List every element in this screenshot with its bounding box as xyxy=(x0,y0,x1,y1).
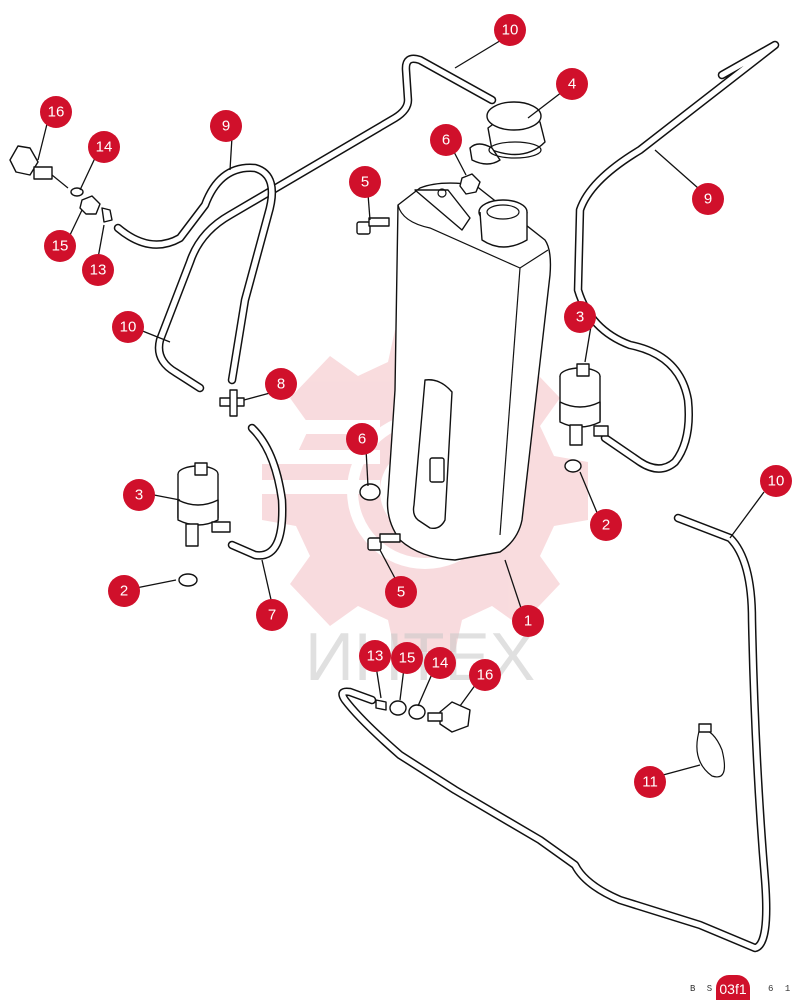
callout-10-top: 10 xyxy=(494,14,526,46)
callout-1: 1 xyxy=(512,605,544,637)
bolt-upper xyxy=(356,217,390,235)
callout-14-left: 14 xyxy=(88,131,120,163)
svg-text:8: 8 xyxy=(277,376,285,393)
svg-text:14: 14 xyxy=(432,655,449,672)
washer-left xyxy=(70,187,84,197)
reservoir-cap xyxy=(469,101,546,165)
callout-13-lower: 13 xyxy=(359,640,391,672)
callout-4: 4 xyxy=(556,68,588,100)
callout-5-lower: 5 xyxy=(385,576,417,608)
washer-nozzle-left xyxy=(9,145,69,189)
svg-text:11: 11 xyxy=(642,774,658,791)
svg-text:6: 6 xyxy=(442,132,450,149)
callout-5-upper: 5 xyxy=(349,166,381,198)
callout-3-left: 3 xyxy=(123,479,155,511)
nut-upper xyxy=(459,173,481,195)
svg-text:16: 16 xyxy=(477,667,494,684)
callout-9-left: 9 xyxy=(210,110,242,142)
callout-3-right: 3 xyxy=(564,301,596,333)
callout-2-right: 2 xyxy=(590,509,622,541)
callout-13-left: 13 xyxy=(82,254,114,286)
drawing-code-badge: 03f1 xyxy=(716,975,750,1000)
callout-15-left: 15 xyxy=(44,230,76,262)
drawing-code-prefix: B S xyxy=(690,984,716,994)
callout-6-lower: 6 xyxy=(346,423,378,455)
svg-text:7: 7 xyxy=(268,607,276,624)
svg-text:2: 2 xyxy=(602,517,610,534)
nut-lower-nozzle xyxy=(389,700,407,716)
callout-8: 8 xyxy=(265,368,297,400)
svg-text:1: 1 xyxy=(524,613,532,630)
svg-text:15: 15 xyxy=(52,238,69,255)
callout-7: 7 xyxy=(256,599,288,631)
svg-text:4: 4 xyxy=(568,76,576,93)
callout-10-right: 10 xyxy=(760,465,792,497)
hose-strap xyxy=(696,723,725,778)
callout-2-left: 2 xyxy=(108,575,140,607)
leader-lines xyxy=(37,38,765,776)
grommet-right xyxy=(564,459,582,473)
svg-text:3: 3 xyxy=(135,487,143,504)
nut-left xyxy=(79,195,101,215)
nut-lower xyxy=(359,483,381,501)
callout-11: 11 xyxy=(634,766,666,798)
t-connector xyxy=(219,389,245,417)
svg-text:15: 15 xyxy=(399,650,416,667)
clip-left xyxy=(101,207,113,223)
callout-9-right: 9 xyxy=(692,183,724,215)
clip-lower xyxy=(375,699,387,711)
svg-text:9: 9 xyxy=(704,191,712,208)
svg-text:13: 13 xyxy=(90,262,107,279)
svg-text:9: 9 xyxy=(222,118,230,135)
washer-pump-right xyxy=(559,363,609,446)
drawing-code: B S 6 1 xyxy=(690,984,793,994)
svg-text:10: 10 xyxy=(502,22,519,39)
callout-10-left: 10 xyxy=(112,311,144,343)
svg-text:6: 6 xyxy=(358,431,366,448)
svg-text:5: 5 xyxy=(361,174,369,191)
drawing-code-suffix: 6 1 xyxy=(768,984,794,994)
grommet-left xyxy=(178,573,198,587)
callout-15-lower: 15 xyxy=(391,642,423,674)
hoses xyxy=(113,40,780,953)
callout-16-lower: 16 xyxy=(469,659,501,691)
svg-text:10: 10 xyxy=(120,319,137,336)
svg-text:3: 3 xyxy=(576,309,584,326)
bolt-lower xyxy=(367,533,401,551)
svg-text:2: 2 xyxy=(120,583,128,600)
svg-text:16: 16 xyxy=(48,104,65,121)
svg-text:14: 14 xyxy=(96,139,113,156)
callout-6-upper: 6 xyxy=(430,124,462,156)
washer-nozzle-lower xyxy=(427,701,471,733)
svg-text:13: 13 xyxy=(367,648,384,665)
svg-text:5: 5 xyxy=(397,584,405,601)
svg-text:10: 10 xyxy=(768,473,785,490)
callout-16-left: 16 xyxy=(40,96,72,128)
washer-pump-left xyxy=(177,462,231,547)
callout-14-lower: 14 xyxy=(424,647,456,679)
washer-lower xyxy=(408,704,426,720)
